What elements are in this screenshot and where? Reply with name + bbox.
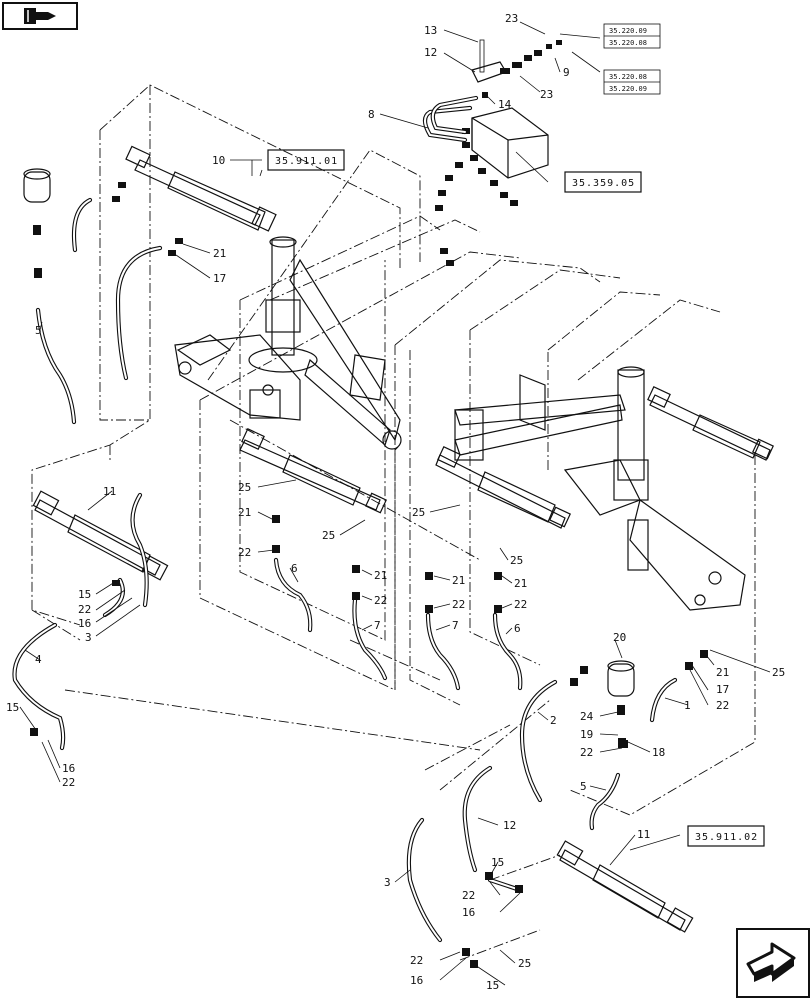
- top-fittings: [422, 39, 562, 143]
- callout-11: 11: [103, 485, 116, 498]
- callout-15: 15: [6, 701, 19, 714]
- cylinder-11-left: [32, 490, 169, 581]
- callouts: 13 12 14 23 23 9 8 10 21 17 5 11 15 22 1…: [6, 12, 785, 992]
- callout-21: 21: [716, 666, 729, 679]
- ref-35-359-05: 35.359.05: [572, 178, 635, 189]
- previous-page-button[interactable]: [2, 2, 78, 30]
- callout-16: 16: [410, 974, 423, 987]
- hoses: [12, 197, 678, 943]
- callout-22: 22: [452, 598, 465, 611]
- callout-11: 11: [637, 828, 650, 841]
- callout-10: 10: [212, 154, 225, 167]
- fittings: [30, 182, 708, 968]
- callout-21: 21: [514, 577, 527, 590]
- callout-21: 21: [213, 247, 226, 260]
- reference-boxes: 35.911.01 35.359.05 35.911.02 35.220.09 …: [267, 23, 765, 847]
- callout-23: 23: [540, 88, 553, 101]
- ref-box-35-359-05: [564, 171, 642, 193]
- cylinder-right-center: [435, 446, 572, 529]
- callout-1: 1: [684, 699, 691, 712]
- callout-22: 22: [514, 598, 527, 611]
- callout-15: 15: [78, 588, 91, 601]
- callout-3: 3: [85, 631, 92, 644]
- callout-14: 14: [498, 98, 512, 111]
- callout-13: 13: [424, 24, 437, 37]
- leader-lines: [19, 21, 771, 986]
- callout-16: 16: [62, 762, 75, 775]
- callout-25: 25: [238, 481, 251, 494]
- callout-22: 22: [410, 954, 423, 967]
- callout-4: 4: [35, 653, 42, 666]
- callout-17: 17: [716, 683, 729, 696]
- next-page-arrow-icon: [746, 942, 796, 982]
- callout-15: 15: [486, 979, 499, 992]
- previous-page-arrow-icon: [24, 8, 56, 24]
- callout-25: 25: [322, 529, 335, 542]
- callout-6: 6: [514, 622, 521, 635]
- callout-9: 9: [563, 66, 570, 79]
- callout-5: 5: [580, 780, 587, 793]
- callout-21: 21: [374, 569, 387, 582]
- callout-22: 22: [374, 594, 387, 607]
- callout-22: 22: [716, 699, 729, 712]
- callout-21: 21: [238, 506, 251, 519]
- callout-6: 6: [291, 562, 298, 575]
- callout-3: 3: [384, 876, 391, 889]
- cylinder-11-bottom: [556, 840, 694, 933]
- callout-5: 5: [35, 324, 42, 337]
- ref-35-220-08-b: 35.220.08: [609, 73, 647, 81]
- ref-box-35-911-01: [267, 149, 345, 171]
- callout-22: 22: [580, 746, 593, 759]
- callout-22: 22: [78, 603, 91, 616]
- right-frame-assembly: [454, 366, 746, 611]
- ref-35-220-09-b: 35.220.09: [609, 85, 647, 93]
- callout-25: 25: [518, 957, 531, 970]
- ref-35-220-08-a: 35.220.08: [609, 39, 647, 47]
- callout-21: 21: [452, 574, 465, 587]
- callout-18: 18: [652, 746, 665, 759]
- cylinder-upper-right: [647, 386, 775, 461]
- left-frame-assembly: [174, 236, 402, 450]
- control-valve-block: [435, 107, 549, 266]
- callout-12: 12: [424, 46, 437, 59]
- callout-16: 16: [78, 617, 91, 630]
- ref-35-220-09-a: 35.220.09: [609, 27, 647, 35]
- callout-22: 22: [462, 889, 475, 902]
- ref-35-911-02: 35.911.02: [695, 832, 758, 843]
- callout-24: 24: [580, 710, 594, 723]
- ref-box-35-911-02: [687, 825, 765, 847]
- callout-2: 2: [550, 714, 557, 727]
- cylinder-25-center: [239, 428, 388, 514]
- accumulator-left: [23, 168, 51, 278]
- callout-8: 8: [368, 108, 375, 121]
- callout-16: 16: [462, 906, 475, 919]
- ref-35-911-01: 35.911.01: [275, 156, 338, 167]
- callout-17: 17: [213, 272, 226, 285]
- callout-7: 7: [374, 619, 381, 632]
- callout-25: 25: [772, 666, 785, 679]
- next-page-button[interactable]: [736, 928, 810, 998]
- callout-25: 25: [510, 554, 523, 567]
- callout-25: 25: [412, 506, 425, 519]
- callout-23: 23: [505, 12, 518, 25]
- callout-20: 20: [613, 631, 626, 644]
- callout-22: 22: [238, 546, 251, 559]
- callout-22: 22: [62, 776, 75, 789]
- callout-15: 15: [491, 856, 504, 869]
- assembly-frames: [31, 84, 756, 961]
- cylinder-10: [125, 145, 277, 232]
- callout-12: 12: [503, 819, 516, 832]
- callout-19: 19: [580, 728, 593, 741]
- callout-7: 7: [452, 619, 459, 632]
